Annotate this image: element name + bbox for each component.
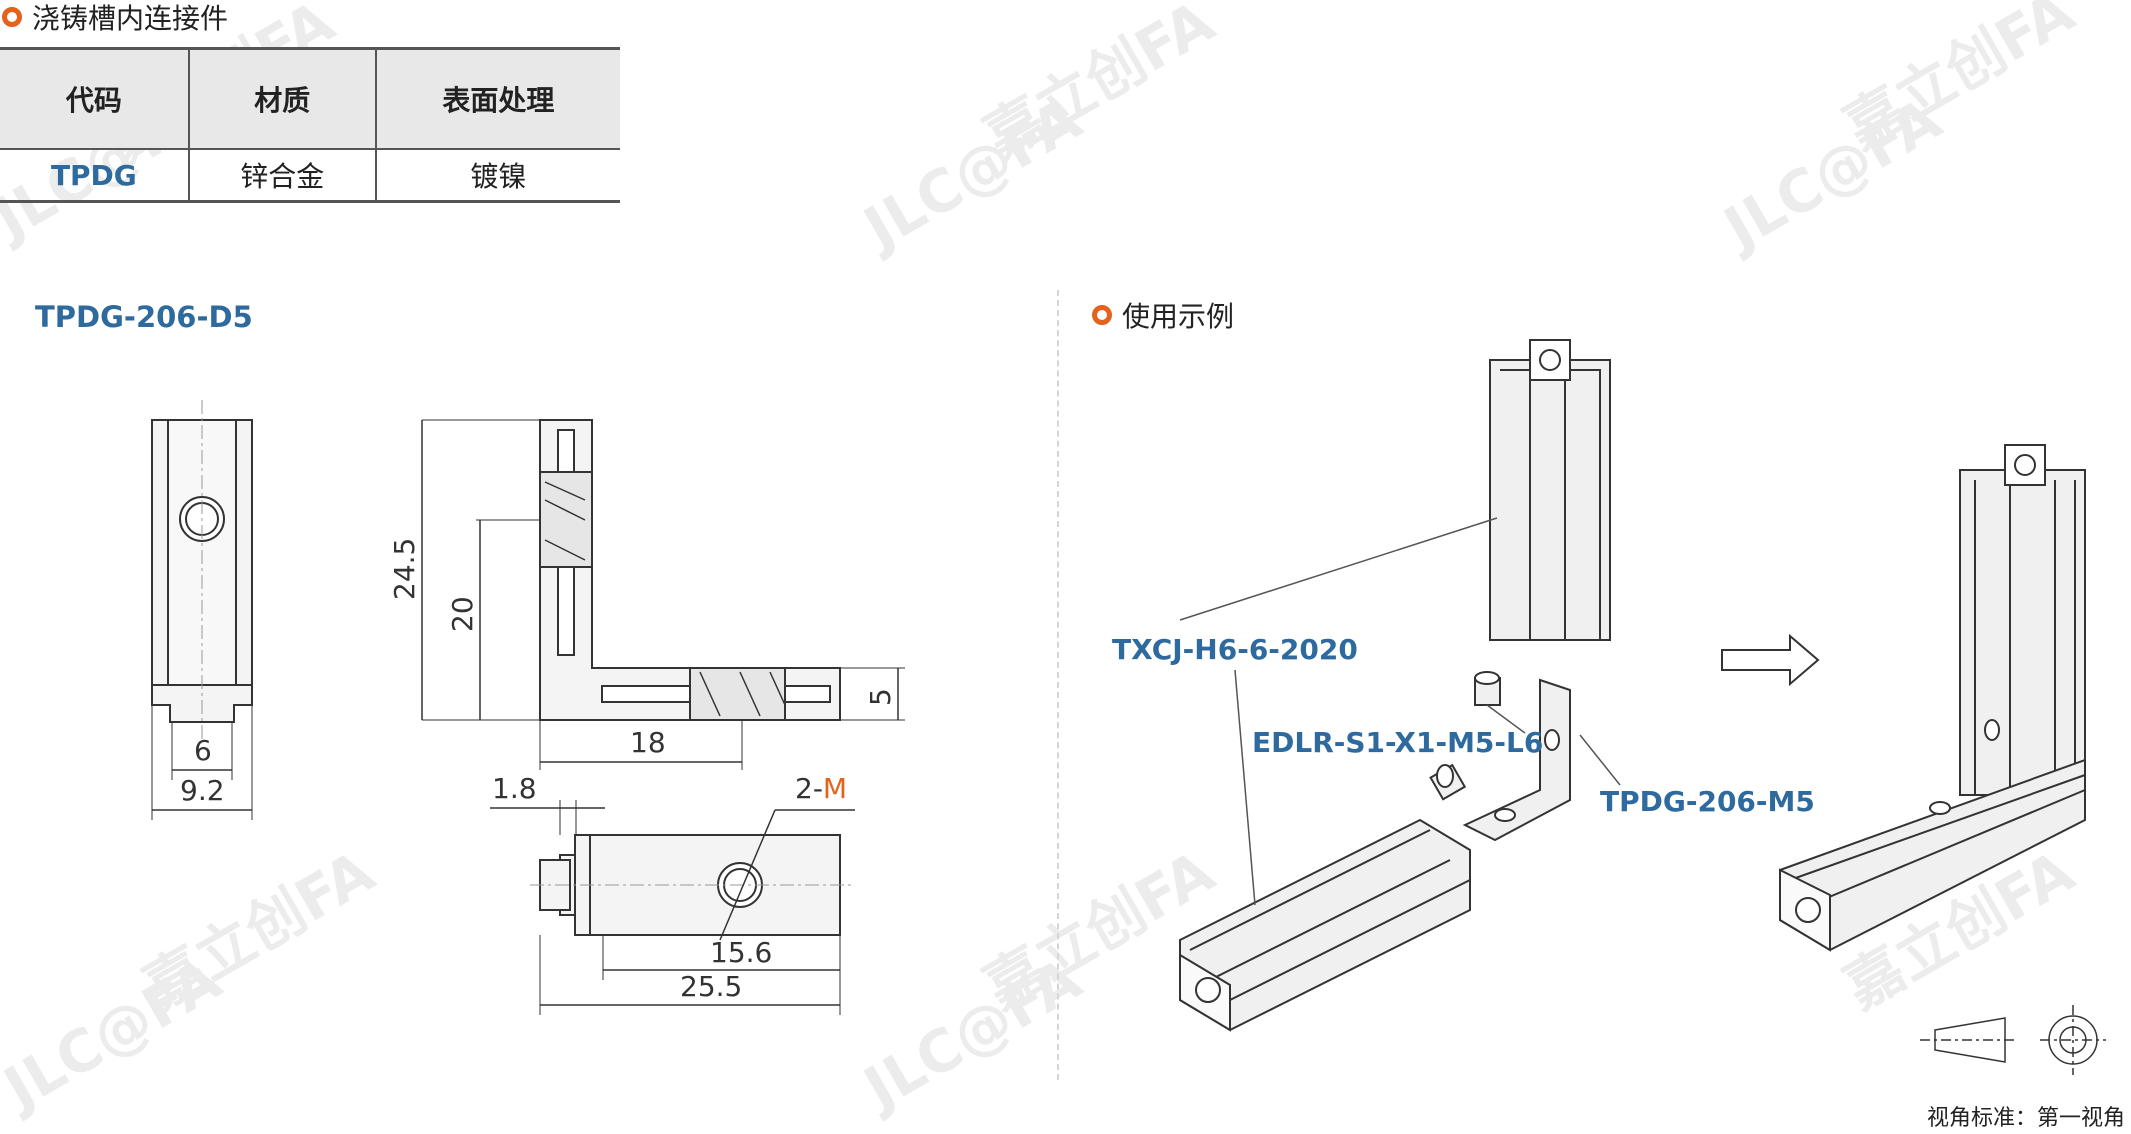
dim-15-6: 15.6 xyxy=(710,936,772,969)
table-row: TPDG 锌合金 镀镍 xyxy=(0,149,620,203)
connector-part xyxy=(1462,678,1571,842)
horizontal-profile xyxy=(1179,818,1471,1032)
arrow-right-icon xyxy=(1721,633,1820,687)
cell-material: 锌合金 xyxy=(187,149,376,203)
section-usage-header: 使用示例 xyxy=(1092,298,1235,333)
circle-bullet-icon xyxy=(2,7,22,27)
top-view xyxy=(490,800,855,1015)
section-material-header: 浇铸槽内连接件 xyxy=(2,0,229,35)
cell-finish: 镀镍 xyxy=(374,149,620,203)
section-material-title: 浇铸槽内连接件 xyxy=(32,2,229,35)
dim-24-5: 24.5 xyxy=(388,538,421,600)
section-divider xyxy=(1057,290,1059,1080)
dim-25-5: 25.5 xyxy=(680,970,742,1003)
dim-thread-m: M xyxy=(823,772,847,805)
header-finish: 表面处理 xyxy=(374,47,620,150)
view-standard-note: 视角标准：第一视角 xyxy=(1926,1106,2125,1131)
dim-5: 5 xyxy=(864,688,897,706)
side-view xyxy=(151,400,253,820)
dim-6: 6 xyxy=(194,734,212,767)
label-screw[interactable]: EDLR-S1-X1-M5-L6 xyxy=(1252,726,1544,759)
label-connector[interactable]: TPDG-206-M5 xyxy=(1600,785,1815,818)
circle-bullet-icon xyxy=(1092,305,1112,325)
dim-1-8: 1.8 xyxy=(492,772,537,805)
svg-text:2-M: 2-M xyxy=(795,772,847,805)
dim-18: 18 xyxy=(630,726,666,759)
part-title: TPDG-206-D5 xyxy=(35,300,253,334)
section-usage-title: 使用示例 xyxy=(1122,300,1235,333)
technical-drawing: 6 9.2 24.5 20 18 5 1.8 2-M 15.6 25.5 xyxy=(151,400,905,1015)
header-material: 材质 xyxy=(187,47,376,150)
dim-thread-prefix: 2- xyxy=(795,772,823,805)
front-view xyxy=(421,419,905,770)
projection-symbol xyxy=(1920,1005,2106,1075)
cell-code[interactable]: TPDG xyxy=(0,149,189,203)
dim-9-2: 9.2 xyxy=(180,774,225,807)
spec-table: 代码 材质 表面处理 TPDG 锌合金 镀镍 xyxy=(0,47,620,203)
leader-lines xyxy=(1179,517,1621,906)
header-code: 代码 xyxy=(0,47,189,150)
set-screw xyxy=(1429,671,1501,801)
dim-20: 20 xyxy=(446,596,479,632)
label-profile[interactable]: TXCJ-H6-6-2020 xyxy=(1112,633,1358,666)
vertical-profile xyxy=(1489,339,1611,641)
assembled-view xyxy=(1779,444,2086,952)
table-header-row: 代码 材质 表面处理 xyxy=(0,47,620,150)
